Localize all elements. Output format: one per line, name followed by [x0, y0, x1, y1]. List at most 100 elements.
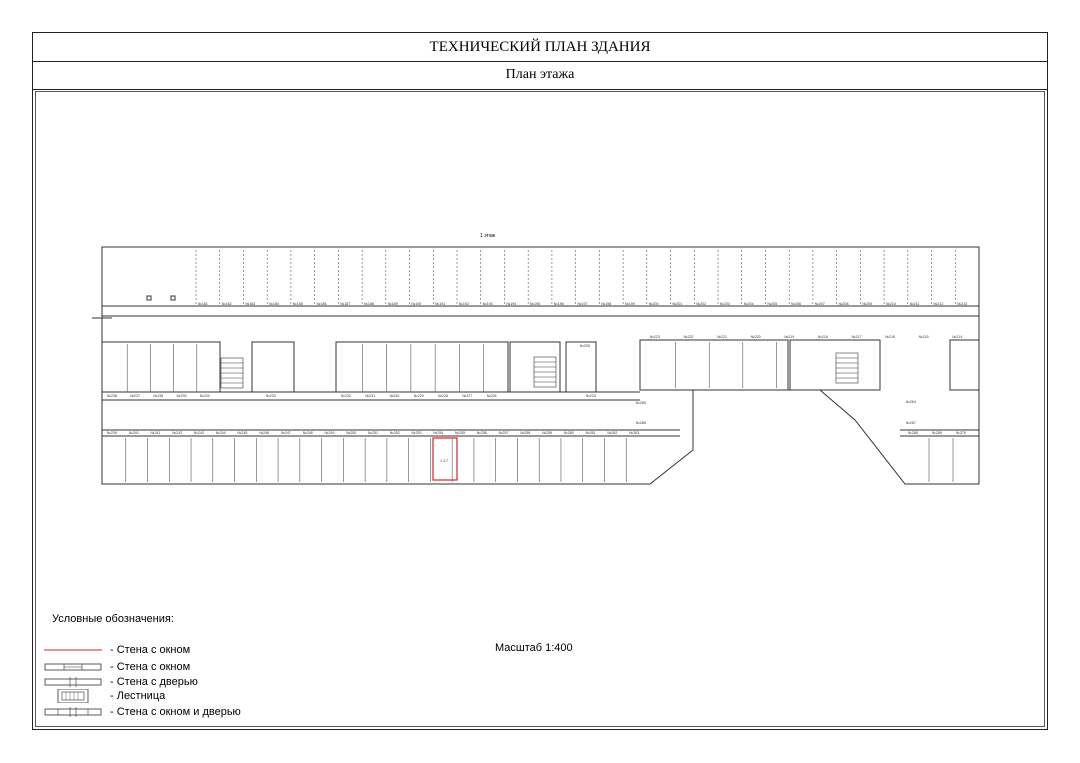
- room-label-top: №186: [317, 302, 327, 306]
- room-label-top: №204: [744, 302, 754, 306]
- room-label-top: №183: [245, 302, 255, 306]
- room-label-top: №196: [554, 302, 564, 306]
- room-label-mid: №215: [919, 335, 929, 339]
- room-label-mid: №218: [818, 335, 828, 339]
- room-label-bottom: №255: [455, 431, 465, 435]
- room-label-bottom: №261: [586, 431, 596, 435]
- room-label-top: №203: [720, 302, 730, 306]
- room-label-mid: №216: [885, 335, 895, 339]
- room-label-bottom: №263: [629, 431, 639, 435]
- room-label-bottom: №245: [238, 431, 248, 435]
- legend-label: - Стена с дверью: [110, 676, 198, 688]
- room-label-bottom: №262: [607, 431, 617, 435]
- room-label-top: №213: [957, 302, 967, 306]
- legend-label: - Стена с окном и дверью: [110, 706, 241, 718]
- room-label-bottom: №246: [259, 431, 269, 435]
- highlighted-room-area: 1 4.7: [440, 459, 448, 463]
- document-subtitle: План этажа: [33, 61, 1047, 90]
- legend-title: Условные обозначения:: [52, 613, 174, 625]
- room-label-mid: №219: [784, 335, 794, 339]
- room-label-bottom: №241: [151, 431, 161, 435]
- room-label-bottom: №244: [216, 431, 226, 435]
- room-label-bottom: №270: [956, 431, 966, 435]
- legend-item-red-line: - Стена с окном: [44, 643, 304, 657]
- room-label-mid: №223: [650, 335, 660, 339]
- room-label-top: №212: [934, 302, 944, 306]
- room-label-mid: №235: [177, 394, 187, 398]
- room-label-top: №202: [696, 302, 706, 306]
- room-label-bottom: №243: [194, 431, 204, 435]
- room-label-top: №210: [886, 302, 896, 306]
- room-label-bottom: №252: [390, 431, 400, 435]
- plan-frame: [35, 91, 1045, 727]
- room-label-bottom: №239: [107, 431, 117, 435]
- room-label-bottom: №248: [303, 431, 313, 435]
- room-label-bottom: №240: [129, 431, 139, 435]
- room-label-bottom: №269: [932, 431, 942, 435]
- room-label-misc: №224: [586, 394, 596, 398]
- room-label-top: №195: [530, 302, 540, 306]
- window-door-wall-icon: [44, 707, 102, 717]
- room-label-top: №193: [483, 302, 493, 306]
- room-label-bottom: №258: [520, 431, 530, 435]
- room-label-mid: №234: [200, 394, 210, 398]
- room-label-top: №199: [625, 302, 635, 306]
- room-label-mid: №217: [852, 335, 862, 339]
- stair-icon: [835, 352, 859, 384]
- room-label-top: №192: [459, 302, 469, 306]
- room-label-bottom: №257: [499, 431, 509, 435]
- room-label-top: №188: [364, 302, 374, 306]
- room-label-mid: №221: [717, 335, 727, 339]
- room-label-bottom: №268: [908, 431, 918, 435]
- room-label-top: №207: [815, 302, 825, 306]
- legend-item-stair: - Лестница: [44, 689, 304, 703]
- room-label-bottom: №242: [172, 431, 182, 435]
- room-label-top: №181: [198, 302, 208, 306]
- room-label-bottom: №254: [433, 431, 443, 435]
- room-label-misc: №266: [636, 421, 646, 425]
- room-label-top: №197: [578, 302, 588, 306]
- legend-label: - Стена с окном: [110, 644, 191, 656]
- room-label-mid: №214: [952, 335, 962, 339]
- room-label-bottom: №247: [281, 431, 291, 435]
- room-label-top: №184: [269, 302, 279, 306]
- document-title: ТЕХНИЧЕСКИЙ ПЛАН ЗДАНИЯ: [33, 33, 1047, 62]
- room-label-mid: №220: [751, 335, 761, 339]
- room-label-top: №200: [649, 302, 659, 306]
- room-label-misc: №233: [266, 394, 276, 398]
- scale-label: Масштаб 1:400: [495, 642, 573, 654]
- room-label-bottom: №249: [325, 431, 335, 435]
- room-label-bottom: №256: [477, 431, 487, 435]
- room-label-mid: №222: [684, 335, 694, 339]
- room-label-mid: №229: [414, 394, 424, 398]
- room-label-misc: №267: [906, 421, 916, 425]
- room-label-top: №194: [506, 302, 516, 306]
- room-label-mid: №238: [107, 394, 117, 398]
- room-label-mid: №231: [365, 394, 375, 398]
- room-label-top: №209: [862, 302, 872, 306]
- room-label-misc: №265: [636, 401, 646, 405]
- room-label-top: №191: [435, 302, 445, 306]
- room-label-top: №190: [412, 302, 422, 306]
- room-label-misc: №264: [906, 400, 916, 404]
- room-label-bottom: №250: [346, 431, 356, 435]
- legend-item-door-wall: - Стена с дверью: [44, 675, 304, 689]
- room-label-mid: №232: [341, 394, 351, 398]
- legend-label: - Лестница: [110, 690, 166, 702]
- window-wall-icon: [44, 663, 102, 671]
- room-label-top: №198: [601, 302, 611, 306]
- room-label-mid: №230: [390, 394, 400, 398]
- room-label-top: №206: [791, 302, 801, 306]
- floor-label: 1 этаж: [480, 233, 495, 239]
- room-label-bottom: №259: [542, 431, 552, 435]
- red-line-icon: [44, 649, 102, 651]
- stair-icon: [220, 357, 244, 389]
- room-label-top: №182: [222, 302, 232, 306]
- legend-item-window-door-wall: - Стена с окном и дверью: [44, 705, 304, 719]
- legend-item-window-wall: - Стена с окном: [44, 660, 304, 674]
- room-label-top: №189: [388, 302, 398, 306]
- room-label-top: №211: [910, 302, 920, 306]
- building-outline: [101, 246, 980, 485]
- room-label-top: №187: [340, 302, 350, 306]
